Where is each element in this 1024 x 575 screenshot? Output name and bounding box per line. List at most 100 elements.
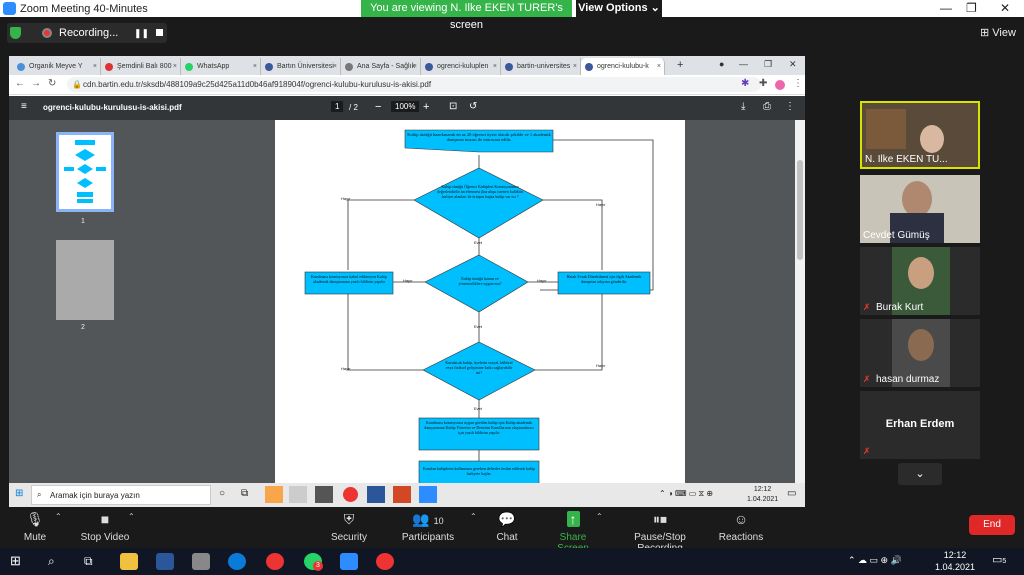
- people-icon: 👥 10: [412, 511, 444, 527]
- chrome-icon[interactable]: [376, 553, 394, 570]
- print-icon[interactable]: ⎙: [763, 101, 771, 112]
- app-icon[interactable]: [289, 486, 307, 503]
- edge-icon[interactable]: [228, 553, 246, 570]
- zoom-out-icon[interactable]: −: [375, 101, 382, 113]
- page-thumbnail-2[interactable]: [56, 240, 114, 320]
- new-tab-icon[interactable]: +: [677, 59, 684, 71]
- tab-close-icon[interactable]: ×: [492, 63, 497, 70]
- system-tray-icons[interactable]: ⌃ ◑ ⌨ ▭ ⧖ ⊕: [659, 489, 714, 498]
- scroll-down-participants-icon[interactable]: ⌄: [898, 463, 942, 485]
- tab-close-icon[interactable]: ×: [572, 63, 577, 70]
- task-view-icon[interactable]: ⧉: [84, 554, 93, 568]
- restore-browser-icon[interactable]: ❐: [764, 59, 773, 69]
- hamburger-icon[interactable]: ≡: [21, 101, 27, 112]
- tab-label: Organik Meyve Y: [29, 63, 83, 70]
- participant-tile[interactable]: N. Ilke EKEN TU...: [860, 101, 980, 169]
- browser-tab[interactable]: Ana Sayfa - Sağlık×: [341, 58, 421, 75]
- powerpoint-icon[interactable]: [393, 486, 411, 503]
- rotate-icon[interactable]: ↺: [469, 101, 478, 112]
- participant-tile[interactable]: Cevdet Gümüş: [860, 175, 980, 243]
- view-button[interactable]: ⊞ View: [980, 27, 1016, 39]
- end-meeting-button[interactable]: End: [969, 515, 1015, 535]
- record-icon[interactable]: ●: [719, 59, 725, 69]
- word-icon[interactable]: [367, 486, 385, 503]
- forward-icon[interactable]: →: [31, 78, 41, 89]
- cortana-icon[interactable]: ○: [219, 488, 226, 499]
- tab-close-icon[interactable]: ×: [332, 63, 337, 70]
- app-icon[interactable]: [315, 486, 333, 503]
- task-view-icon[interactable]: ⧉: [241, 488, 249, 499]
- back-icon[interactable]: ←: [15, 78, 25, 89]
- taskbar-search[interactable]: ⌕ Aramak için buraya yazın: [31, 485, 211, 505]
- tab-close-icon[interactable]: ×: [412, 63, 417, 70]
- puzzle-icon[interactable]: ✚: [759, 78, 768, 89]
- page-number-input[interactable]: 1: [331, 101, 344, 112]
- chat-button[interactable]: 💬Chat: [492, 510, 522, 543]
- tab-close-icon[interactable]: ×: [92, 63, 97, 70]
- pause-recording-icon[interactable]: ❚❚: [134, 28, 150, 38]
- extension-icon[interactable]: ✱: [741, 78, 750, 89]
- windows-start-icon[interactable]: ⊞: [10, 553, 21, 568]
- minimize-icon[interactable]: —: [940, 1, 952, 15]
- whatsapp-icon[interactable]: 3: [304, 553, 323, 571]
- word-icon[interactable]: [156, 553, 174, 570]
- bookshelf: [866, 109, 906, 149]
- view-options-button[interactable]: View Options ⌄: [576, 0, 662, 17]
- participant-tile[interactable]: ✗ hasan durmaz: [860, 319, 980, 387]
- maximize-icon[interactable]: ❐: [966, 1, 977, 15]
- chrome-icon[interactable]: [343, 487, 358, 502]
- app-icon[interactable]: [265, 486, 283, 503]
- notification-center-icon[interactable]: ▭5: [992, 554, 1007, 566]
- zoom-app-icon[interactable]: [340, 553, 358, 570]
- participant-tile[interactable]: Erhan Erdem ✗: [860, 391, 980, 459]
- windows-start-icon[interactable]: ⊞: [15, 488, 24, 499]
- minimize-browser-icon[interactable]: —: [739, 59, 748, 69]
- zoom-app-icon[interactable]: [419, 486, 437, 503]
- video-options-icon[interactable]: ⌃: [128, 512, 135, 521]
- search-icon[interactable]: ⌕: [48, 554, 55, 568]
- mute-button[interactable]: 🎙Mute: [18, 510, 52, 543]
- browser-tab[interactable]: Organik Meyve Y ×: [13, 58, 101, 75]
- more-options-icon[interactable]: ⋮: [785, 101, 795, 112]
- pdf-viewer[interactable]: Kulüp tüzüğü hazırlanarak en az 20 öğren…: [163, 120, 795, 507]
- participant-tile[interactable]: ✗ Burak Kurt: [860, 247, 980, 315]
- close-browser-icon[interactable]: ✕: [789, 59, 797, 69]
- chrome-icon[interactable]: [266, 553, 284, 570]
- share-options-icon[interactable]: ⌃: [596, 512, 603, 521]
- download-icon[interactable]: ⤓: [741, 101, 746, 112]
- zoom-in-icon[interactable]: +: [423, 101, 430, 113]
- calculator-icon[interactable]: [192, 553, 210, 570]
- stop-recording-icon[interactable]: [156, 29, 163, 36]
- browser-tab-active[interactable]: ogrenci-kulubu-k×: [581, 58, 665, 75]
- page-thumbnail-1[interactable]: [56, 132, 114, 212]
- tab-close-icon[interactable]: ×: [172, 63, 177, 70]
- flow-box-approval: Kurulması komisyonca uygun görülen kulüp…: [424, 420, 534, 435]
- browser-tab[interactable]: Şemdinli Balı 800×: [101, 58, 181, 75]
- reload-icon[interactable]: ↻: [48, 78, 57, 89]
- participants-options-icon[interactable]: ⌃: [470, 512, 477, 521]
- browser-tab[interactable]: Bartın Üniversitesi×: [261, 58, 341, 75]
- browser-tab[interactable]: ogrenci-kuluplen×: [421, 58, 501, 75]
- fit-page-icon[interactable]: ⊡: [449, 101, 458, 112]
- tray-icons[interactable]: ⌃ ☁ ▭ ⊕ 🔊: [848, 555, 902, 565]
- browser-tab[interactable]: bartin-universites×: [501, 58, 581, 75]
- zoom-level-input[interactable]: 100%: [391, 101, 420, 112]
- reactions-button[interactable]: ☺Reactions: [718, 510, 764, 543]
- mute-options-icon[interactable]: ⌃: [55, 512, 62, 521]
- scrollbar-thumb[interactable]: [797, 160, 803, 260]
- file-explorer-icon[interactable]: [120, 553, 138, 570]
- menu-icon[interactable]: ⋮: [793, 78, 803, 89]
- stop-video-button[interactable]: ■Stop Video: [80, 510, 130, 543]
- pdf-scrollbar[interactable]: [795, 120, 805, 507]
- profile-avatar[interactable]: [775, 80, 785, 90]
- url-field[interactable]: 🔒cdn.bartin.edu.tr/sksdb/488109a9c25d425…: [67, 77, 761, 92]
- security-button[interactable]: ⛨Security: [328, 510, 370, 543]
- tab-close-icon[interactable]: ×: [656, 63, 661, 70]
- tab-close-icon[interactable]: ×: [252, 63, 257, 70]
- tab-label: ogrenci-kuluplen: [437, 63, 489, 70]
- browser-tab[interactable]: WhatsApp×: [181, 58, 261, 75]
- close-icon[interactable]: ✕: [1000, 1, 1011, 15]
- notification-icon[interactable]: ▭: [787, 488, 797, 499]
